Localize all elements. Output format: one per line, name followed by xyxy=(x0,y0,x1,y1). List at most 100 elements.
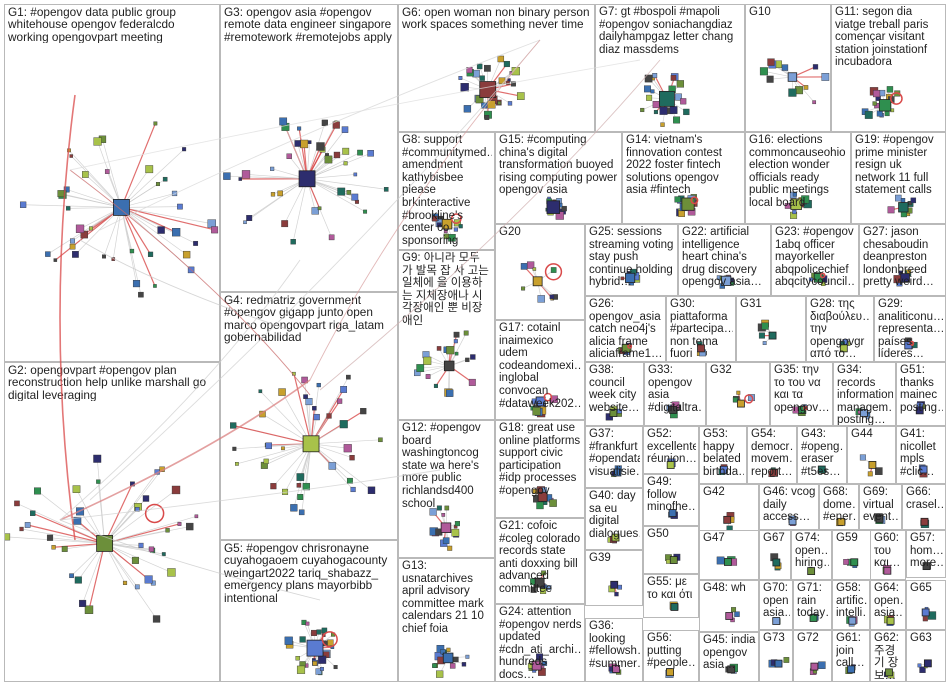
hub-node xyxy=(879,100,891,112)
user-node xyxy=(354,173,357,176)
group-label: G57: hom… more… xyxy=(910,532,943,570)
user-node xyxy=(66,206,70,210)
user-node xyxy=(804,85,808,89)
user-node xyxy=(477,64,482,69)
group-cell-g51: G51: thanks mainec posting… xyxy=(896,362,946,426)
user-node xyxy=(302,377,308,383)
user-node xyxy=(155,470,160,475)
user-node xyxy=(93,455,101,463)
user-node xyxy=(342,127,348,133)
user-node xyxy=(123,581,127,585)
user-node xyxy=(355,200,359,204)
group-cell-g26: G26: opengov_asia catch neo4j's alicia f… xyxy=(585,296,666,362)
group-cell-g32: G32 xyxy=(706,362,770,426)
user-node xyxy=(172,486,180,494)
group-cell-g55: G55: με το και ότι xyxy=(643,574,699,618)
group-cell-g46: G46: vcog daily access… xyxy=(759,484,819,530)
user-node xyxy=(139,543,144,548)
hub-node xyxy=(775,660,782,667)
group-cell-g17: G17: cotainl inaimexico udem codeandomex… xyxy=(495,320,585,420)
group-cell-g68: G68: dome… #ener… xyxy=(819,484,859,530)
group-label: G14: vietnam's finnovation contest 2022 … xyxy=(626,134,742,197)
group-subgraph xyxy=(746,5,831,132)
user-node xyxy=(455,352,458,355)
group-cell-g74: G74: open… hiring… xyxy=(791,530,832,580)
subgraph-edge xyxy=(105,524,180,543)
user-node xyxy=(873,102,877,106)
user-node xyxy=(20,527,24,531)
group-label: G43: #openg… eraser #t5es… xyxy=(801,428,844,478)
subgraph-edge xyxy=(121,149,184,207)
group-cell-g5: G5: #opengov chrisronayne cuyahogaoem cu… xyxy=(220,540,398,682)
hub-node xyxy=(670,557,677,564)
user-node xyxy=(911,198,916,203)
group-label: G33: opengov asia #digitaltra… xyxy=(648,364,703,414)
user-node xyxy=(346,375,350,379)
user-node xyxy=(759,333,765,339)
user-node xyxy=(34,488,41,495)
group-cell-g29: G29: analiticonu… representa… países líd… xyxy=(874,296,946,362)
user-node xyxy=(70,244,75,249)
user-node xyxy=(660,107,668,115)
group-cell-g3: G3: opengov asia #opengov remote data en… xyxy=(220,4,398,292)
user-node xyxy=(459,76,462,79)
group-cell-g58: G58: artific… intelli… xyxy=(832,580,870,630)
group-label: G49: follow minofhe… xyxy=(647,476,696,514)
subgraph-edge xyxy=(22,529,105,543)
user-node xyxy=(352,194,358,200)
user-node xyxy=(334,665,338,669)
user-node xyxy=(733,397,738,402)
user-node xyxy=(717,557,724,564)
user-node xyxy=(318,207,321,210)
user-node xyxy=(677,80,684,87)
user-node xyxy=(297,473,304,480)
hub-node xyxy=(441,523,451,533)
hub-node xyxy=(769,332,776,339)
group-label: G37: #frankfurt #opendata visualisie… xyxy=(589,428,640,478)
user-node xyxy=(511,82,516,87)
group-cell-g61: G61: join call… xyxy=(832,630,870,682)
group-label: G74: open… hiring… xyxy=(795,532,829,570)
group-subgraph xyxy=(5,5,220,362)
user-node xyxy=(308,141,311,144)
group-label: G50 xyxy=(647,528,696,541)
user-node xyxy=(466,655,469,658)
user-node xyxy=(551,267,556,272)
user-node xyxy=(177,204,182,209)
user-node xyxy=(455,521,460,526)
user-node xyxy=(25,522,30,527)
user-node xyxy=(615,592,619,596)
user-node xyxy=(148,252,153,257)
group-cell-g43: G43: #openg… eraser #t5es… xyxy=(797,426,847,484)
group-label: G34: records information managem… postin… xyxy=(837,364,893,426)
user-node xyxy=(74,517,81,524)
subgraph-edge xyxy=(245,179,307,222)
user-node xyxy=(246,215,252,221)
group-label: G20 xyxy=(499,226,582,239)
subgraph-edge xyxy=(293,179,307,242)
user-node xyxy=(498,101,501,104)
group-label: G35: την το του να και τα opengov… xyxy=(774,364,830,414)
user-node xyxy=(347,478,352,483)
user-node xyxy=(499,78,505,84)
user-node xyxy=(484,65,490,71)
user-node xyxy=(317,630,322,635)
group-label: G8: support #communitymed… amendment kat… xyxy=(402,134,492,247)
group-cell-g13: G13: usnatarchives april advisory commit… xyxy=(398,558,495,682)
user-node xyxy=(731,607,736,612)
user-node xyxy=(378,438,382,442)
user-node xyxy=(162,552,165,555)
group-label: G58: artific… intelli… xyxy=(836,582,867,620)
group-label: G51: thanks mainec posting… xyxy=(900,364,943,414)
subgraph-edge xyxy=(55,207,121,260)
user-node xyxy=(918,664,921,667)
group-label: G71: rain today… xyxy=(797,582,829,620)
group-label: G60: του και… xyxy=(874,532,903,570)
user-node xyxy=(5,534,10,541)
user-node xyxy=(767,76,774,83)
group-cell-g64: G64: open… asia… xyxy=(870,580,906,630)
user-node xyxy=(183,251,190,258)
user-node xyxy=(888,207,895,214)
user-node xyxy=(464,331,468,335)
user-node xyxy=(132,557,139,564)
